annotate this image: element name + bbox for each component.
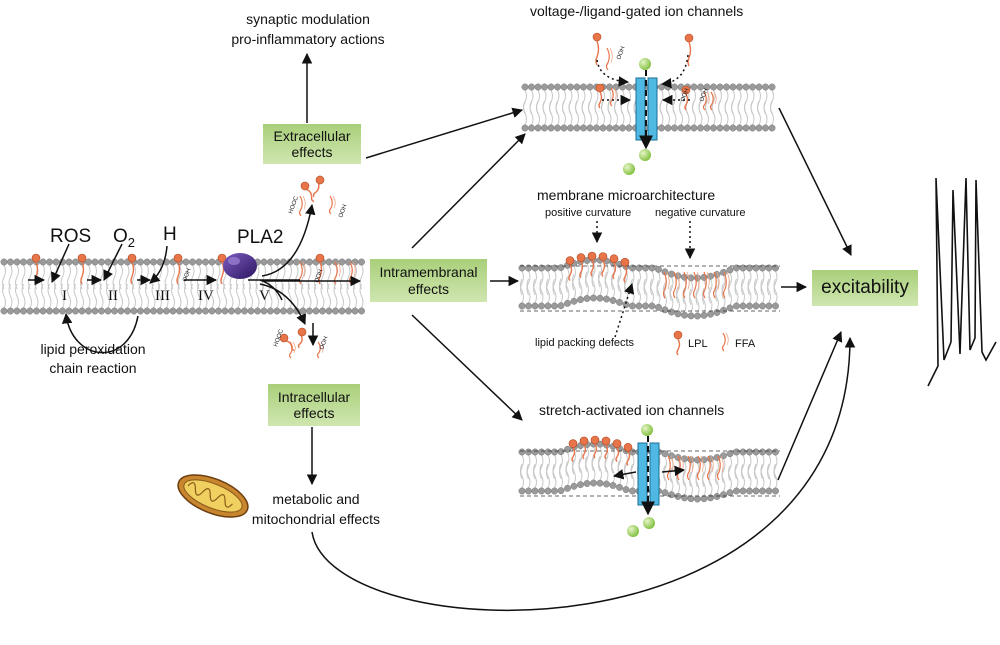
intramembranal-effects-box: Intramembranal effects: [370, 259, 487, 302]
metabolic-line2: mitochondrial effects: [251, 511, 381, 527]
mitochondrion-icon: [177, 474, 249, 518]
extracellular-line1: Extracellular: [273, 127, 351, 144]
ooh-tag: HOOC: [288, 195, 300, 215]
hydrogen-label: H: [163, 224, 177, 245]
intracellular-line1: Intracellular: [277, 388, 351, 405]
metabolic-line1: metabolic and: [272, 491, 360, 507]
legend-icons: [673, 330, 729, 356]
negative-curvature-label: negative curvature: [655, 207, 746, 219]
intramembranal-line1: Intramembranal: [379, 264, 478, 281]
voltage-panel-lipids: [592, 32, 717, 111]
o2-main: O: [113, 226, 128, 247]
extracellular-effects-box: Extracellular effects: [263, 124, 361, 164]
extracellular-line2: effects: [291, 144, 333, 160]
ooh-tag: OOH: [616, 46, 626, 61]
step-iii: III: [155, 288, 170, 304]
legend-lpl-label: LPL: [688, 338, 708, 350]
step-i: I: [62, 288, 67, 304]
ooh-tag: OOH: [314, 269, 324, 284]
pla2-label: PLA2: [237, 227, 284, 248]
action-potential-trace: [927, 177, 997, 387]
synaptic-line2: pro-inflammatory actions: [231, 31, 385, 47]
chain-reaction-line1: lipid peroxidation: [40, 341, 146, 357]
lipid-to-channel-arrows: [591, 54, 696, 338]
intramembranal-line2: effects: [408, 280, 449, 297]
o2-subscript: 2: [127, 234, 136, 250]
pla2-enzyme-icon: [223, 253, 257, 279]
synaptic-modulation-label: synaptic modulation pro-inflammatory act…: [198, 9, 418, 49]
voltage-channels-title: voltage-/ligand-gated ion channels: [530, 3, 744, 19]
synaptic-line1: synaptic modulation: [246, 11, 370, 27]
voltage-gated-channel-icon: [635, 70, 658, 150]
ooh-tag: OOH: [680, 88, 690, 103]
intracellular-line2: effects: [293, 405, 335, 421]
ooh-tag: OOH: [182, 268, 192, 283]
chain-reaction-line2: chain reaction: [49, 360, 137, 376]
flow-arrows: [28, 52, 856, 612]
curvature-lipids: [565, 251, 730, 299]
ooh-tag: OOH: [699, 88, 709, 103]
step-v: V: [259, 288, 270, 304]
positive-curvature-label: positive curvature: [545, 207, 632, 219]
legend-ffa-label: FFA: [735, 338, 756, 350]
stretch-channels-title: stretch-activated ion channels: [539, 402, 725, 418]
ion-icons: [623, 58, 655, 537]
excitability-box: excitability: [812, 270, 918, 306]
intracellular-effects-box: Intracellular effects: [268, 384, 360, 426]
step-ii: II: [108, 288, 118, 304]
ooh-tag: OOH: [338, 204, 348, 219]
step-iv: IV: [198, 288, 214, 304]
main-membrane: [0, 258, 365, 315]
stretch-lipids: [568, 435, 724, 481]
ros-label: ROS: [50, 226, 92, 247]
packing-defects-label: lipid packing defects: [535, 337, 635, 349]
membrane-microarchitecture-title: membrane microarchitecture: [537, 187, 716, 203]
ooh-tag: OOH: [319, 336, 329, 351]
metabolic-effects-label: metabolic and mitochondrial effects: [236, 489, 396, 529]
chain-reaction-label: lipid peroxidation chain reaction: [18, 340, 168, 378]
stretch-activated-channel-icon: [612, 436, 686, 516]
o2-label: O2: [113, 226, 135, 250]
released-lipids: [279, 175, 336, 359]
